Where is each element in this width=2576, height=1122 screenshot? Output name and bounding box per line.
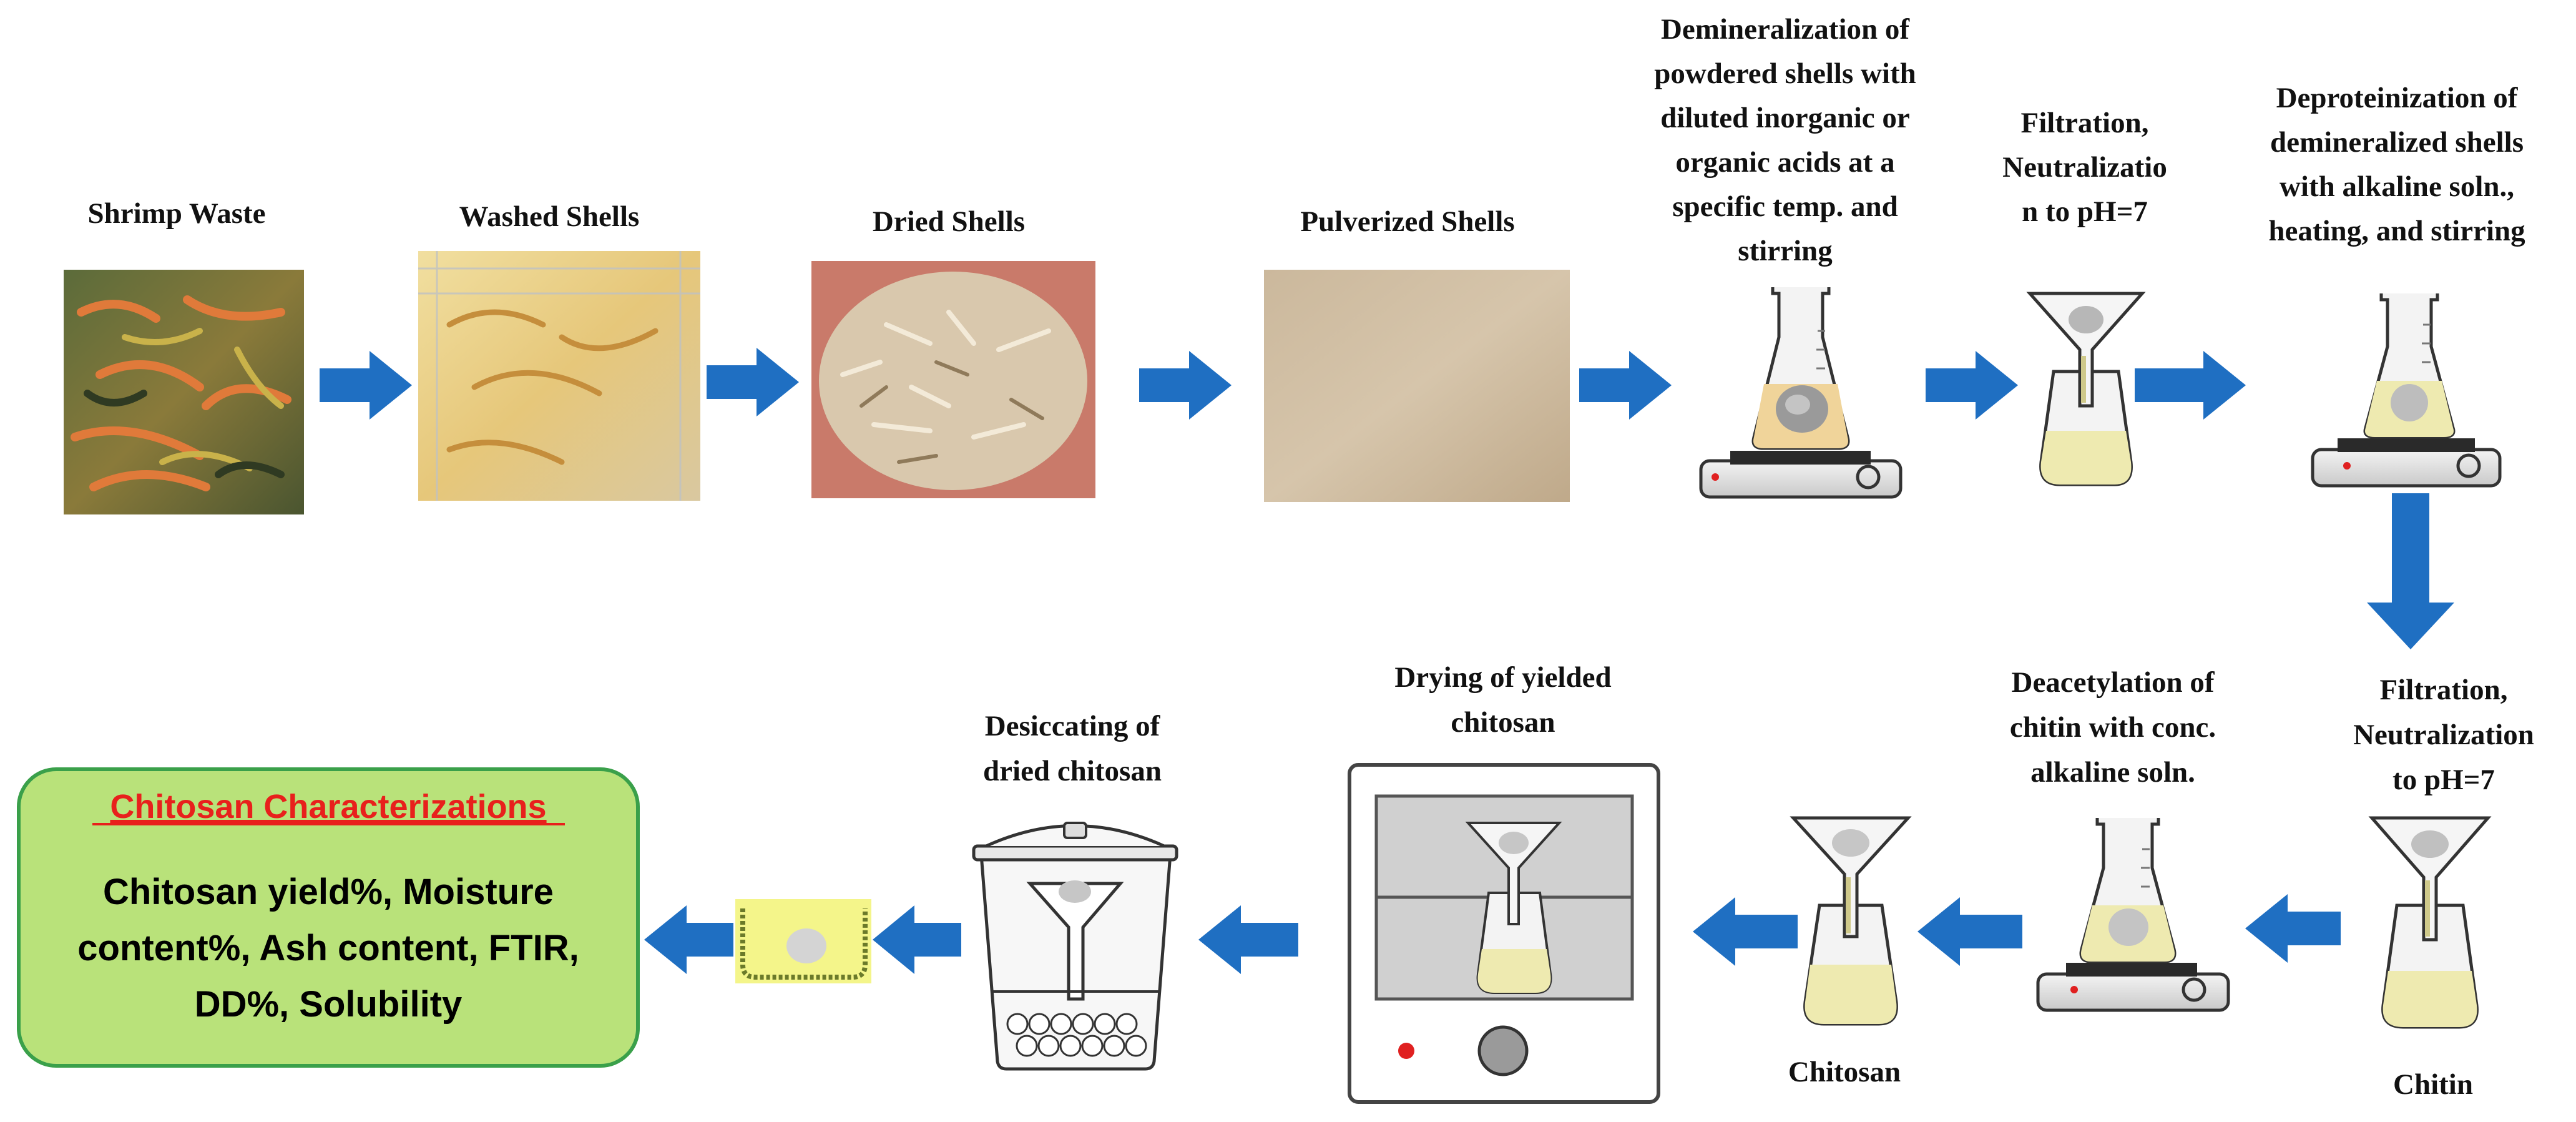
arrow-1 <box>320 351 412 420</box>
pulverized-shells-image <box>1264 270 1570 502</box>
label-dried-shells: Dried Shells <box>873 205 1025 238</box>
arrow-9 <box>1693 897 1798 966</box>
filtration-1-funnel-icon <box>2026 292 2146 486</box>
label-washed-shells: Washed Shells <box>459 200 640 233</box>
label-drying: Drying of yielded chitosan <box>1394 661 1611 739</box>
svg-text:specific temp. and: specific temp. and <box>1672 190 1898 223</box>
label-shrimp-waste: Shrimp Waste <box>87 197 265 230</box>
label-filtration-2: Filtration, Neutralization to pH=7 <box>2353 674 2534 796</box>
svg-text:Neutralization: Neutralization <box>2353 719 2534 751</box>
arrow-6 <box>2135 351 2246 420</box>
arrow-10 <box>1198 905 1298 974</box>
svg-text:heating, and stirring: heating, and stirring <box>2268 215 2525 247</box>
arrow-down <box>2367 493 2454 649</box>
demineralization-hotplate-icon <box>1699 287 1903 499</box>
arrow-12 <box>644 905 733 974</box>
arrow-4 <box>1579 351 1672 420</box>
bottom-row-arrows <box>644 894 2341 974</box>
svg-text:Desiccating of: Desiccating of <box>985 710 1161 742</box>
arrow-8 <box>1917 897 2022 966</box>
label-deproteinization: Deproteinization of demineralized shells… <box>2268 82 2525 247</box>
arrow-5 <box>1926 351 2018 420</box>
svg-text:Filtration,: Filtration, <box>2021 107 2149 139</box>
drying-oven-icon <box>1348 763 1660 1104</box>
chitosan-funnel-icon <box>1790 816 1912 1026</box>
chitosan-dish-icon <box>735 899 871 983</box>
shrimp-waste-image <box>64 270 304 514</box>
svg-text:Deacetylation of: Deacetylation of <box>2012 666 2215 699</box>
label-chitosan: Chitosan <box>1788 1056 1901 1088</box>
washed-shells-image <box>418 251 700 501</box>
deacetylation-hotplate-icon <box>2036 818 2230 1012</box>
svg-text:dried chitosan: dried chitosan <box>983 755 1162 787</box>
svg-text:to pH=7: to pH=7 <box>2392 764 2495 796</box>
label-pulverized-shells: Pulverized Shells <box>1300 205 1514 238</box>
label-filtration-1: Filtration, Neutralizatio n to pH=7 <box>2002 107 2167 228</box>
svg-text:alkaline soln.: alkaline soln. <box>2030 756 2195 789</box>
top-row-arrows <box>320 348 2454 649</box>
deproteinization-hotplate-icon <box>2311 293 2502 488</box>
svg-text:stirring: stirring <box>1738 235 1833 267</box>
arrow-11 <box>873 905 961 974</box>
svg-text:diluted inorganic or: diluted inorganic or <box>1660 102 1910 134</box>
arrow-2 <box>707 348 799 416</box>
svg-text:Filtration,: Filtration, <box>2380 674 2508 706</box>
arrow-7 <box>2245 894 2341 963</box>
label-chitin: Chitin <box>2393 1068 2473 1101</box>
svg-text:with alkaline soln.,: with alkaline soln., <box>2280 170 2514 203</box>
svg-text:chitosan: chitosan <box>1451 706 1555 739</box>
label-demineralization: Demineralization of powdered shells with… <box>1654 13 1916 267</box>
card-body-line-1: Chitosan yield%, Moisture <box>103 872 554 912</box>
svg-text:Neutralizatio: Neutralizatio <box>2002 151 2167 184</box>
card-body-line-3: DD%, Solubility <box>195 984 463 1025</box>
svg-text:powdered shells with: powdered shells with <box>1654 57 1916 90</box>
svg-text:Demineralization of: Demineralization of <box>1661 13 1910 46</box>
svg-text:chitin with conc.: chitin with conc. <box>2010 711 2216 744</box>
desiccator-icon <box>972 822 1178 1071</box>
svg-text:n to pH=7: n to pH=7 <box>2022 195 2148 228</box>
label-desiccating: Desiccating of dried chitosan <box>983 710 1162 787</box>
svg-text:organic acids at a: organic acids at a <box>1675 146 1894 179</box>
svg-text:Drying of yielded: Drying of yielded <box>1394 661 1611 694</box>
card-title: Chitosan Characterizations <box>110 788 546 825</box>
dried-shells-image <box>811 261 1095 498</box>
label-deacetylation: Deacetylation of chitin with conc. alkal… <box>2010 666 2216 789</box>
svg-text:demineralized shells: demineralized shells <box>2270 126 2524 159</box>
card-body-line-2: content%, Ash content, FTIR, <box>77 928 579 968</box>
filtration-2-funnel-icon <box>2368 816 2492 1029</box>
svg-text:Deproteinization of: Deproteinization of <box>2276 82 2519 114</box>
arrow-3 <box>1139 351 1232 420</box>
chitosan-characterizations-card: Chitosan Characterizations Chitosan yiel… <box>17 767 640 1068</box>
